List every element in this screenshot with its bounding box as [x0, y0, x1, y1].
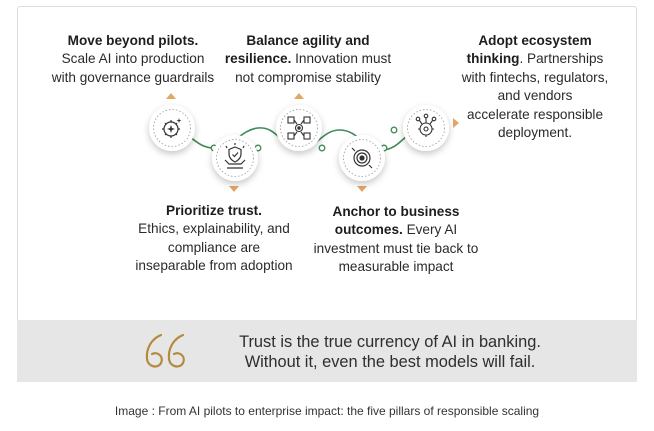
connector-dot: [390, 126, 398, 134]
pillar-5-body-line-2: with fintechs, regulators,: [461, 69, 609, 85]
quote-line-1: Trust is the true currency of AI in bank…: [239, 333, 541, 351]
pillar-node-4: [339, 135, 385, 181]
pillar-label-5: Adopt ecosystem thinking. Partnerships w…: [444, 32, 626, 142]
pointer-right: [453, 118, 459, 128]
pillar-1-title: Move beyond pilots.: [67, 33, 199, 48]
pillar-3-body-line-2: not compromise stability: [235, 69, 381, 85]
pillar-5-body-line-5: deployment.: [497, 125, 573, 141]
target-icon: [351, 147, 373, 169]
pillar-node-5: [403, 105, 449, 151]
pillar-4-body-line-2: investment must tie back to: [313, 240, 479, 256]
pillar-3-body-line-1: Innovation must: [295, 51, 392, 67]
quote-band: [17, 320, 637, 382]
quote-mark-icon: [145, 333, 185, 368]
pillar-1-body-line-2: with governance guardrails: [51, 69, 215, 85]
pillar-1-body-line-1: Scale AI into production: [61, 51, 205, 67]
pillar-5-title: Adopt ecosystem: [478, 33, 592, 48]
pointer-up: [294, 93, 304, 99]
pointer-down: [357, 186, 367, 192]
pillar-label-2: Prioritize trust. Ethics, explainability…: [116, 202, 312, 276]
pillar-5-body-line-1: . Partnerships: [519, 51, 604, 67]
pillar-label-4: Anchor to business outcomes. Every AI in…: [294, 203, 498, 277]
pillar-node-2: [212, 135, 258, 181]
connector-dot: [318, 144, 326, 152]
shield-hand-icon: [224, 143, 246, 169]
pillar-5-body-line-4: accelerate responsible: [466, 106, 604, 122]
pillar-2-title: Prioritize trust.: [166, 203, 262, 218]
pillar-3-title: Balance agility and: [246, 33, 370, 48]
pillar-4-title-extra: outcomes.: [334, 222, 403, 238]
pillar-2-body-line-1: Ethics, explainability, and: [138, 221, 290, 237]
pillar-node-3: [276, 105, 322, 151]
pillar-label-3: Balance agility and resilience. Innovati…: [208, 32, 408, 87]
pointer-up: [166, 93, 176, 99]
pointer-down: [229, 186, 239, 192]
network-gear-icon: [415, 113, 437, 137]
sparkle-gear-icon: [162, 118, 182, 138]
quote-line-2: Without it, even the best models will fa…: [244, 353, 536, 372]
pillar-5-body-line-3: and vendors: [497, 88, 573, 104]
pillar-2-body-line-3: inseparable from adoption: [135, 258, 293, 274]
pillar-4-body-line-1: Every AI: [406, 222, 458, 238]
pillar-3-title-extra: resilience.: [224, 51, 292, 67]
diagram-frame: [17, 6, 637, 382]
process-cycle-icon: [287, 116, 311, 140]
pillar-4-body-line-3: measurable impact: [338, 259, 454, 275]
pillars-diagram: [149, 93, 459, 192]
pillar-label-1: Move beyond pilots. Scale AI into produc…: [36, 32, 230, 87]
pillar-2-body-line-2: compliance are: [167, 239, 261, 255]
pillar-node-1: [149, 105, 195, 151]
pillar-4-title: Anchor to business: [332, 204, 460, 219]
image-caption: Image : From AI pilots to enterprise imp…: [114, 404, 540, 418]
quote-text: Trust is the true currency of AI in bank…: [205, 332, 575, 373]
pillar-5-title-extra: thinking: [466, 51, 520, 67]
